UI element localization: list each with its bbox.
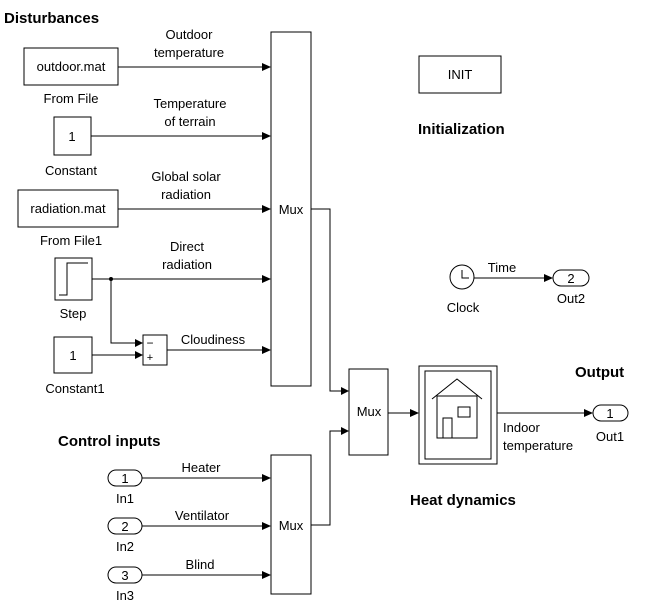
house-icon <box>431 378 483 439</box>
out1-number: 1 <box>606 406 613 421</box>
constant1-block[interactable]: 1 <box>53 336 93 374</box>
blind-label: Blind <box>186 557 215 572</box>
mid-mux-label: Mux <box>357 404 382 419</box>
control-mux-label: Mux <box>279 518 304 533</box>
constant-value: 1 <box>68 129 75 144</box>
constant1-value: 1 <box>69 348 76 363</box>
step-icon <box>59 262 88 296</box>
from-file-caption: From File <box>44 91 99 106</box>
clock-block[interactable] <box>449 264 475 290</box>
main-mux-label: Mux <box>279 202 304 217</box>
sum-block[interactable]: − + <box>142 334 168 366</box>
clock-caption: Clock <box>447 300 480 315</box>
terrain-temperature-label-line2: of terrain <box>164 114 215 129</box>
in2-number: 2 <box>121 519 128 534</box>
heat-dynamics-block[interactable] <box>418 365 498 465</box>
out2-number: 2 <box>567 271 574 286</box>
from-file-block[interactable]: outdoor.mat <box>23 47 119 86</box>
direct-radiation-label-line2: radiation <box>162 257 212 272</box>
in2-port[interactable]: 2 <box>107 517 143 535</box>
disturbances-heading: Disturbances <box>4 10 99 27</box>
ventilator-label: Ventilator <box>175 508 230 523</box>
in2-caption: In2 <box>116 539 134 554</box>
indoor-temperature-label-line1: Indoor <box>503 420 541 435</box>
heat-dynamics-label: Heat dynamics <box>410 492 516 509</box>
clock-icon <box>461 270 469 279</box>
in1-caption: In1 <box>116 491 134 506</box>
indoor-temperature-label-line2: temperature <box>503 438 573 453</box>
solar-radiation-label-line2: radiation <box>161 187 211 202</box>
sum-minus-sign: − <box>146 336 153 350</box>
step-block[interactable] <box>54 257 93 301</box>
constant-caption: Constant <box>45 163 97 178</box>
init-block[interactable]: INIT <box>418 55 502 94</box>
time-label: Time <box>488 260 516 275</box>
terrain-temperature-label-line1: Temperature <box>154 96 227 111</box>
outdoor-temperature-label-line2: temperature <box>154 45 224 60</box>
solar-radiation-label-line1: Global solar <box>151 169 221 184</box>
sum-plus-sign: + <box>147 352 153 364</box>
mid-mux-block[interactable]: Mux <box>348 368 389 456</box>
in3-number: 3 <box>121 568 128 583</box>
out1-port[interactable]: 1 <box>592 404 629 422</box>
main-mux-block[interactable]: Mux <box>270 31 312 387</box>
out2-port[interactable]: 2 <box>552 269 590 287</box>
in1-number: 1 <box>121 471 128 486</box>
from-file-filename: outdoor.mat <box>37 59 106 74</box>
from-file1-block[interactable]: radiation.mat <box>17 189 119 228</box>
constant-block[interactable]: 1 <box>53 116 92 156</box>
heater-label: Heater <box>181 460 221 475</box>
in3-caption: In3 <box>116 588 134 603</box>
init-label: INIT <box>448 67 473 82</box>
output-heading: Output <box>575 364 624 381</box>
in1-port[interactable]: 1 <box>107 469 143 487</box>
from-file1-filename: radiation.mat <box>30 201 106 216</box>
cloudiness-label: Cloudiness <box>181 332 246 347</box>
control-inputs-heading: Control inputs <box>58 433 160 450</box>
outdoor-temperature-label-line1: Outdoor <box>166 27 214 42</box>
from-file1-caption: From File1 <box>40 233 102 248</box>
signal-wires <box>91 63 593 579</box>
direct-radiation-label-line1: Direct <box>170 239 204 254</box>
in3-port[interactable]: 3 <box>107 566 143 584</box>
initialization-label: Initialization <box>418 121 505 138</box>
step-caption: Step <box>60 306 87 321</box>
constant1-caption: Constant1 <box>45 381 104 396</box>
out1-caption: Out1 <box>596 429 624 444</box>
out2-caption: Out2 <box>557 291 585 306</box>
control-mux-block[interactable]: Mux <box>270 454 312 595</box>
